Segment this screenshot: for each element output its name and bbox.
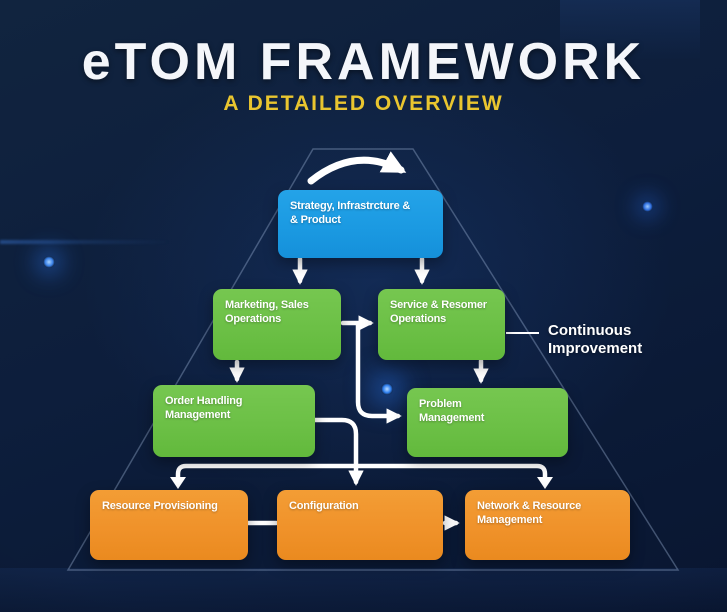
distribution-right-arrowhead xyxy=(537,477,553,489)
page-subtitle: A DETAILED OVERVIEW xyxy=(223,92,504,115)
box-label-line1: Strategy, Infrastrcture & xyxy=(290,200,411,212)
box-label-line1: Problem xyxy=(419,398,462,410)
problem-management-box: Problem Management xyxy=(407,388,568,457)
configuration-box: Configuration xyxy=(277,490,443,560)
service-resomer-operations-box: Service & Resomer Operations xyxy=(378,289,505,360)
box-label-line2: Operations xyxy=(225,313,282,325)
annotation-line2: Improvement xyxy=(548,340,643,357)
box-label-line1: Marketing, Sales xyxy=(225,299,309,311)
box-label-line2: Management xyxy=(165,409,231,421)
page-title: eTOM FRAMEWORK xyxy=(81,33,646,91)
box-label-line2: & Product xyxy=(290,214,341,226)
order-handling-management-box: Order Handling Management xyxy=(153,385,315,457)
branch-to-problem-arrow xyxy=(355,322,402,424)
resource-provisioning-box: Resource Provisioning xyxy=(90,490,248,560)
network-resource-management-box: Network & Resource Management xyxy=(465,490,630,560)
distribution-line xyxy=(175,463,548,482)
box-label-line1: Network & Resource xyxy=(477,500,581,512)
continuous-improvement-label: Continuous Improvement xyxy=(548,322,678,358)
box-label-line1: Resource Provisioning xyxy=(102,500,218,512)
box-label-line2: Management xyxy=(477,514,543,526)
annotation-line1: Continuous xyxy=(548,322,632,339)
box-label-line1: Service & Resomer xyxy=(390,299,487,311)
pyramid-outline xyxy=(66,148,680,571)
marketing-sales-operations-box: Marketing, Sales Operations xyxy=(213,289,341,360)
box-label-line2: Management xyxy=(419,412,485,424)
box-label-line1: Order Handling xyxy=(165,395,243,407)
strategy-box: Strategy, Infrastrcture & & Product xyxy=(278,190,443,258)
box-label-line1: Configuration xyxy=(289,500,359,512)
box-label-line2: Operations xyxy=(390,313,447,325)
cycle-arrow xyxy=(307,151,407,185)
order-to-configuration-arrow xyxy=(312,417,364,486)
distribution-left-arrowhead xyxy=(170,477,186,489)
